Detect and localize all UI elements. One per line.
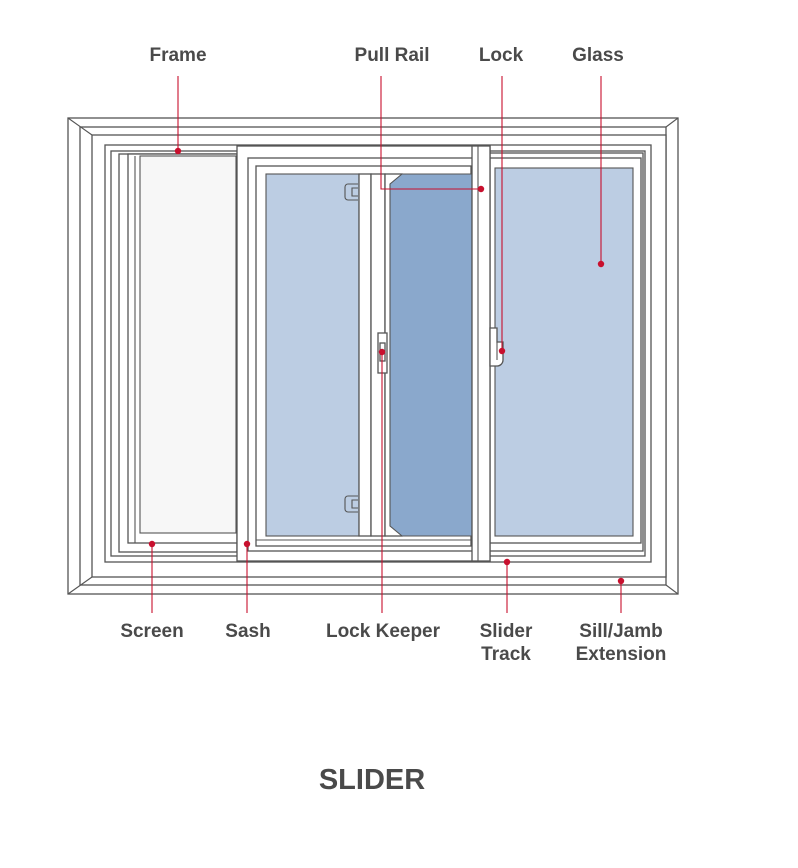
lock-icon <box>489 327 504 367</box>
leader-slider-track <box>503 558 511 613</box>
label-glass: Glass <box>572 45 624 66</box>
label-slider-track-line2: Track <box>481 644 531 665</box>
leader-sill-jamb <box>617 577 625 613</box>
leader-frame <box>174 76 182 155</box>
leader-sash <box>243 540 251 613</box>
label-pull-rail: Pull Rail <box>355 45 430 66</box>
sash-clip-bottom-icon <box>344 495 358 513</box>
label-sill-jamb-line1: Sill/Jamb <box>579 621 662 642</box>
leader-lock-keeper <box>378 348 386 613</box>
leader-glass <box>597 76 605 268</box>
label-screen: Screen <box>120 621 183 642</box>
leader-pull-rail <box>380 76 485 193</box>
leader-screen <box>148 540 156 613</box>
leader-lock <box>498 76 506 355</box>
label-sill-jamb-line2: Extension <box>576 644 667 665</box>
screen-panel <box>118 153 238 553</box>
sliding-sash <box>236 145 491 562</box>
diagram-title: SLIDER <box>319 764 425 796</box>
label-frame: Frame <box>149 45 206 66</box>
label-sash: Sash <box>225 621 270 642</box>
label-lock-keeper: Lock Keeper <box>326 621 441 642</box>
fixed-glass-panel <box>471 152 644 552</box>
label-lock: Lock <box>479 45 524 66</box>
label-slider-track-line1: Slider <box>480 621 533 642</box>
sash-clip-top-icon <box>344 183 358 201</box>
